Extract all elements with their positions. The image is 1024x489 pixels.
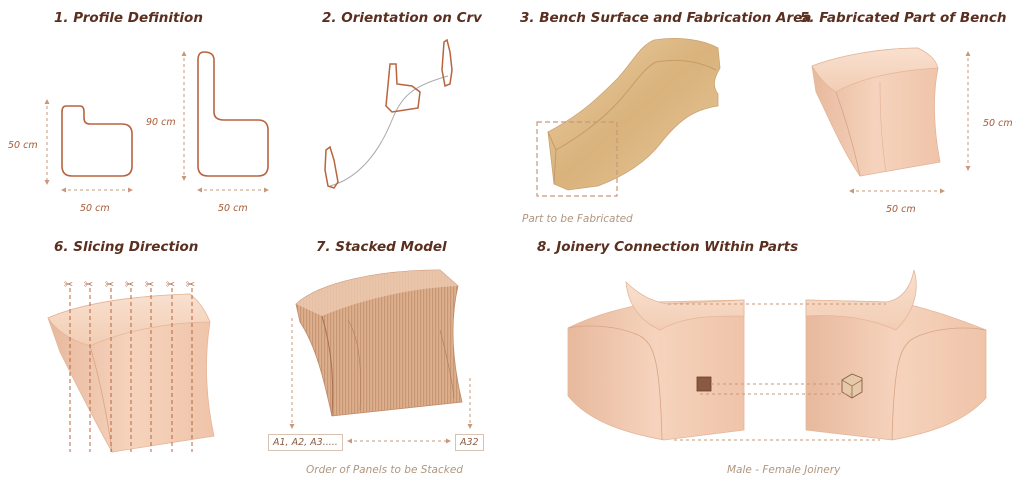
- sweep-curve: [329, 75, 449, 187]
- title-stacked-model: 7. Stacked Model: [316, 239, 447, 255]
- dim-height-large-profile: 90 cm: [146, 117, 176, 128]
- dim-width-large-profile: 50 cm: [218, 203, 248, 214]
- title-fabricated-part: 5. Fabricated Part of Bench: [800, 10, 1007, 26]
- scissors-icon: ✂: [186, 278, 195, 291]
- dim-height-small-profile: 50 cm: [8, 140, 38, 151]
- scissors-icons: ✂ ✂ ✂ ✂ ✂ ✂ ✂: [64, 278, 195, 291]
- scissors-icon: ✂: [166, 278, 175, 291]
- label-panel-start: A1, A2, A3.....: [268, 434, 343, 451]
- bench-surface: [547, 38, 721, 191]
- stacked-model: [295, 269, 463, 417]
- scissors-icon: ✂: [125, 278, 134, 291]
- profile-on-curve-middle: [385, 63, 421, 113]
- title-profile-definition: 1. Profile Definition: [54, 10, 203, 26]
- slice-lines: [69, 288, 193, 452]
- profile-small: [61, 105, 133, 177]
- title-joinery-connection: 8. Joinery Connection Within Parts: [537, 239, 799, 255]
- profile-on-curve-bottom: [324, 145, 339, 189]
- male-part: [805, 269, 987, 441]
- scissors-icon: ✂: [145, 278, 154, 291]
- fabricated-part: [811, 47, 941, 177]
- caption-part-to-be-fabricated: Part to be Fabricated: [522, 213, 633, 225]
- scissors-icon: ✂: [64, 278, 73, 291]
- title-slicing-direction: 6. Slicing Direction: [54, 239, 199, 255]
- dim-width-small-profile: 50 cm: [80, 203, 110, 214]
- profile-on-curve-top: [441, 38, 453, 88]
- caption-order-of-panels: Order of Panels to be Stacked: [306, 464, 463, 476]
- label-panel-end: A32: [455, 434, 484, 451]
- female-mortise: [696, 376, 712, 392]
- dim-width-fabricated-part: 50 cm: [886, 204, 916, 215]
- dim-height-fabricated-part: 50 cm: [983, 118, 1013, 129]
- scissors-icon: ✂: [105, 278, 114, 291]
- title-orientation-on-crv: 2. Orientation on Crv: [322, 10, 482, 26]
- caption-male-female-joinery: Male - Female Joinery: [727, 464, 841, 476]
- scissors-icon: ✂: [84, 278, 93, 291]
- title-bench-surface: 3. Bench Surface and Fabrication Area: [520, 10, 812, 26]
- fabrication-area-box: [536, 121, 618, 197]
- profile-large: [197, 51, 269, 177]
- joinery-alignment-lines: [668, 303, 886, 441]
- female-part: [567, 280, 745, 441]
